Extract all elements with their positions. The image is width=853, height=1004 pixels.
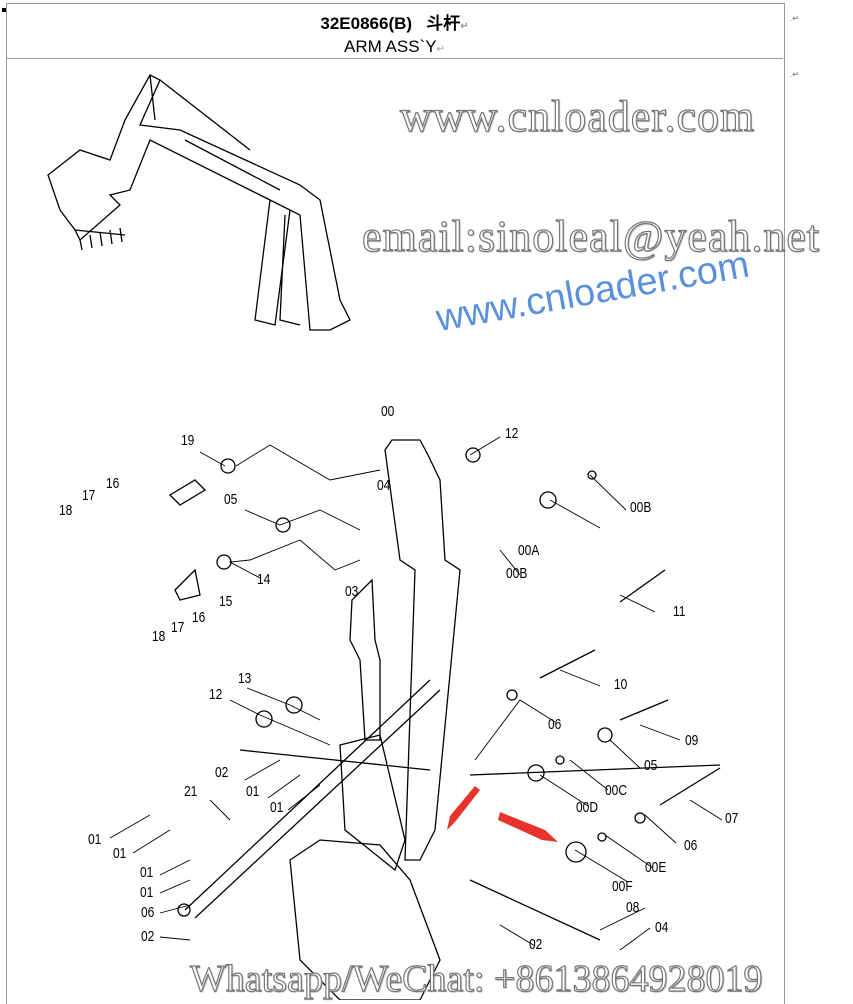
- part-label: 01: [140, 864, 154, 881]
- part-label: 00D: [576, 799, 599, 816]
- part-label: 02: [529, 936, 543, 953]
- watermark-site: www.cnloader.com: [399, 92, 756, 141]
- highlight-arrows: [447, 786, 558, 842]
- part-label: 03: [345, 583, 359, 600]
- part-label: 10: [614, 676, 628, 693]
- part-number: 32E0866(B): [320, 14, 413, 33]
- part-label: 11: [673, 603, 686, 620]
- part-label: 15: [219, 593, 233, 610]
- pins: [184, 569, 721, 941]
- part-label: 12: [209, 686, 223, 703]
- part-label: 06: [141, 904, 155, 921]
- cell-mark: .↵: [790, 70, 799, 79]
- part-label: 06: [684, 837, 698, 854]
- cell-mark: .↵: [790, 14, 799, 23]
- bullet-mark: [2, 8, 6, 12]
- part-label: 07: [725, 810, 739, 827]
- document-frame: [6, 3, 785, 1004]
- part-label: 01: [246, 783, 260, 800]
- small-parts: [168, 447, 646, 917]
- part-label: 04: [655, 919, 669, 936]
- arm-body: [289, 439, 461, 1000]
- part-label: 05: [644, 757, 658, 774]
- header: 32E0866(B) 斗杆↵ ARM ASS`Y↵: [6, 3, 783, 59]
- part-label: 19: [181, 432, 195, 449]
- part-label: 02: [141, 928, 155, 945]
- part-label: 00F: [612, 878, 633, 895]
- watermark-email: email:sinoleal@yeah.net: [361, 212, 821, 261]
- part-label: 16: [106, 475, 120, 492]
- part-label: 00B: [630, 499, 652, 516]
- part-label: 01: [270, 799, 284, 816]
- part-label: 08: [626, 899, 640, 916]
- leader-lines: [109, 436, 723, 951]
- title-cn: 斗杆: [426, 14, 461, 33]
- part-label: 13: [238, 670, 252, 687]
- part-label: 01: [113, 845, 127, 862]
- part-label: 06: [548, 716, 562, 733]
- part-label: 17: [82, 487, 96, 504]
- part-label: 18: [59, 502, 73, 519]
- part-label: 01: [140, 884, 154, 901]
- page-subtitle: ARM ASS`Y↵: [344, 37, 445, 56]
- part-label: 00: [381, 403, 395, 420]
- part-label: 14: [257, 571, 271, 588]
- part-label: 09: [685, 732, 699, 749]
- part-label: 01: [88, 831, 102, 848]
- part-label: 02: [215, 764, 229, 781]
- arrow-icon: [498, 812, 558, 842]
- part-label: 18: [152, 628, 166, 645]
- part-label: 17: [171, 619, 185, 636]
- part-label: 00A: [518, 542, 540, 559]
- part-label: 00E: [645, 859, 667, 876]
- part-label: 00C: [605, 782, 628, 799]
- arrow-icon: [447, 786, 480, 830]
- page-title: 32E0866(B) 斗杆↵: [320, 14, 469, 33]
- part-label: 12: [505, 425, 519, 442]
- part-label: 00B: [506, 565, 528, 582]
- excavator-overview: [47, 74, 351, 331]
- watermark-contact: Whatsapp/WeChat: +8613864928019: [189, 958, 763, 1000]
- part-label: 04: [377, 477, 391, 494]
- part-label: 21: [184, 783, 198, 800]
- part-label: 16: [192, 609, 206, 626]
- part-label: 05: [224, 491, 238, 508]
- subtitle-text: ARM ASS`Y: [344, 37, 437, 56]
